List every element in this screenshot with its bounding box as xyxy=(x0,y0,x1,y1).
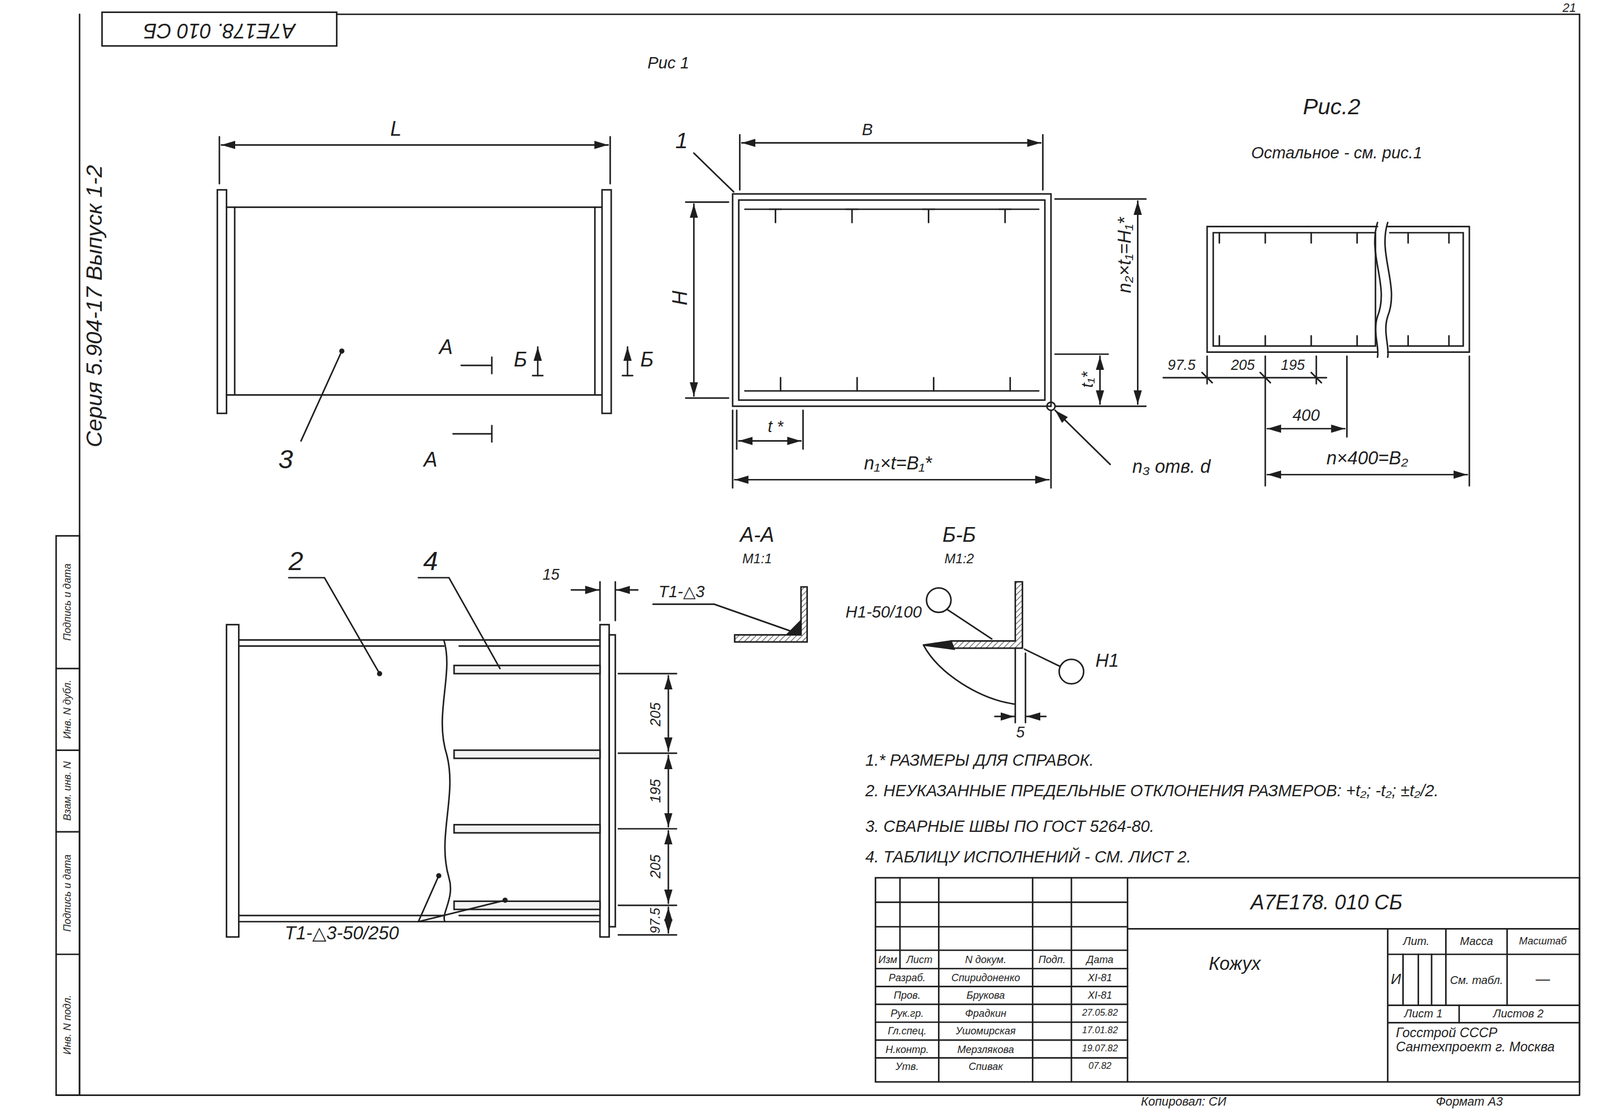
drawing-label: 400 xyxy=(1292,406,1320,425)
drawing-label: Гл.спец. xyxy=(887,1025,927,1037)
drawing-label: Рук.гр. xyxy=(890,1007,924,1019)
drawing-label: Утв. xyxy=(895,1060,919,1072)
drawing-label: XI-81 xyxy=(1087,971,1113,984)
drawing-label: 4 xyxy=(423,546,439,577)
drawing-label: Спивак xyxy=(968,1060,1003,1072)
drawing-label: Н xyxy=(668,290,691,306)
drawing-label: А7Е178. 010 СБ xyxy=(143,19,296,42)
drawing-label: 205 xyxy=(1230,357,1255,374)
drawing-label: 2 xyxy=(288,546,304,577)
drawing-label: 07.82 xyxy=(1088,1061,1112,1072)
drawing-label: Остальное - см. рис.1 xyxy=(1251,144,1422,163)
drawing-label: Изм xyxy=(878,953,897,966)
drawing-label: Подп. xyxy=(1038,953,1066,966)
drawing-label: В xyxy=(861,120,873,139)
drawing-label: n₂×t₁=Н₁* xyxy=(1115,217,1136,293)
drawing-label: Н.контр. xyxy=(885,1043,929,1055)
drawing-label: 15 xyxy=(542,565,560,583)
drawing-label: 3. СВАРНЫЕ ШВЫ ПО ГОСТ 5264-80. xyxy=(865,817,1154,836)
drawing-label: Инв. N дубл. xyxy=(61,679,73,739)
drawing-label: Взам. инв. N xyxy=(61,760,73,821)
drawing-label: Б xyxy=(513,347,528,371)
drawing-label: А xyxy=(439,335,453,359)
drawing-label: Масштаб xyxy=(1519,935,1567,947)
drawing-label: См. табл. xyxy=(1450,973,1504,987)
drawing-label: А7Е178. 010 СБ xyxy=(1250,891,1403,914)
drawing-label: 97.5 xyxy=(1167,357,1196,374)
drawing-label: 27.05.82 xyxy=(1082,1008,1118,1019)
drawing-label: Пров. xyxy=(893,989,921,1001)
drawing-label: Спиридоненко xyxy=(951,971,1021,984)
drawing-label: Лист xyxy=(906,953,933,966)
drawing-label: Ушомирская xyxy=(955,1025,1016,1037)
drawing-label: — xyxy=(1535,971,1550,988)
drawing-label: 3 xyxy=(278,444,293,474)
drawing-label: Масса xyxy=(1459,934,1494,947)
drawing-label: Дата xyxy=(1086,953,1114,966)
drawing-label: Копировал: СИ xyxy=(1140,1095,1227,1109)
drawing-label: Инв. N подл. xyxy=(61,994,73,1054)
drawing-label: 205 xyxy=(648,702,665,726)
drawing-label: Рис 1 xyxy=(647,54,690,73)
drawing-label: Формат А3 xyxy=(1436,1095,1504,1109)
drawing-label: Рис.2 xyxy=(1302,94,1361,120)
drawing-label: Т1-△3-50/250 xyxy=(284,923,400,945)
drawing-label: L xyxy=(390,117,402,141)
drawing-label: Фрадкин xyxy=(965,1007,1007,1019)
drawing-label: 195 xyxy=(1281,357,1305,374)
drawing-label: 97.5 xyxy=(649,907,664,934)
drawing-label: 4. ТАБЛИЦУ ИСПОЛНЕНИЙ - СМ. ЛИСТ 2. xyxy=(865,848,1191,867)
drawing-label: Лист 1 xyxy=(1404,1006,1443,1020)
drawing-label: Листов 2 xyxy=(1493,1006,1544,1020)
drawing-label: Т1-△3 xyxy=(658,582,706,601)
drawing-label: 2. НЕУКАЗАННЫЕ ПРЕДЕЛЬНЫЕ ОТКЛОНЕНИЯ РАЗ… xyxy=(865,781,1439,800)
drawing-label: Брукова xyxy=(966,989,1006,1001)
drawing-label: Б xyxy=(640,347,654,371)
drawing-label: Госстрой СССР Сантехпроект г. Москва xyxy=(1395,1025,1570,1055)
drawing-label: 1 xyxy=(675,128,689,154)
drawing-label: 1.* РАЗМЕРЫ ДЛЯ СПРАВОК. xyxy=(865,751,1094,770)
drawing-label: Мерзлякова xyxy=(957,1043,1014,1055)
drawing-label: А-А xyxy=(740,523,774,547)
drawing-label: Б-Б xyxy=(942,523,976,547)
drawing-label: N докум. xyxy=(965,953,1007,966)
drawing-label: n₃ отв. d xyxy=(1132,457,1211,478)
drawing-label: n₁×t=В₁* xyxy=(863,453,932,475)
drawing-label: t * xyxy=(767,417,784,436)
drawing-label: Подпись и дата xyxy=(61,854,73,932)
drawing-label: И xyxy=(1390,971,1401,988)
drawing-label: 17.01.82 xyxy=(1082,1025,1118,1036)
drawing-label: М1:1 xyxy=(742,551,772,567)
drawing-label: Кожух xyxy=(1208,954,1261,975)
drawing-label: Подпись и дата xyxy=(61,563,73,642)
drawing-label: Разраб. xyxy=(888,971,926,984)
drawing-label: Лит. xyxy=(1403,934,1430,947)
drawing-label: XI-81 xyxy=(1087,989,1113,1001)
drawing-label: Н1 xyxy=(1095,651,1119,672)
drawing-label: М1:2 xyxy=(944,551,974,567)
drawing-label: 5 xyxy=(1015,724,1025,742)
drawing-label: 205 xyxy=(648,854,665,879)
drawing-label: 195 xyxy=(648,779,665,803)
drawing-label: А xyxy=(424,447,438,471)
drawing-label: Серия 5.904-17 Выпуск 1-2 xyxy=(82,165,108,448)
drawing-label: t₁* xyxy=(1078,371,1097,388)
drawing-label: 21 xyxy=(1562,1,1577,16)
drawing-label: n×400=В₂ xyxy=(1326,448,1408,470)
drawing-label: 19.07.82 xyxy=(1082,1043,1118,1054)
drawing-label: Н1-50/100 xyxy=(845,603,923,622)
